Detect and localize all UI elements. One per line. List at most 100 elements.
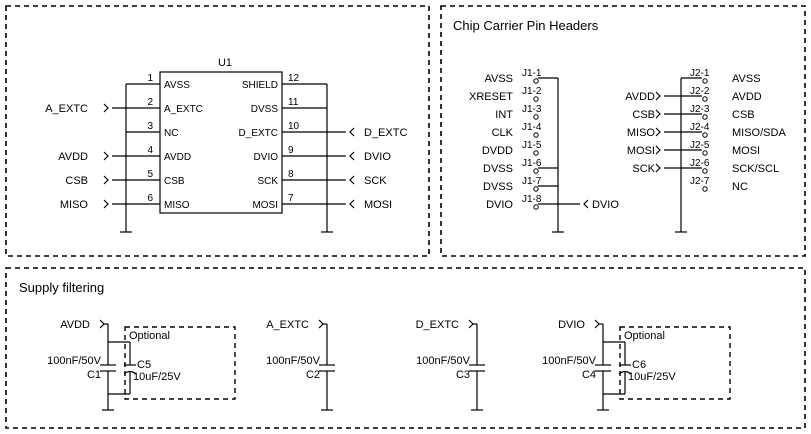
net-arrow xyxy=(468,319,474,329)
chip-pin-name: AVDD xyxy=(164,152,191,163)
j2-pin-circle xyxy=(702,96,708,102)
chip-pin-name: DVIO xyxy=(254,152,279,163)
chip-pin-name: NC xyxy=(164,128,178,139)
cap-ref: C4 xyxy=(582,369,596,381)
chip-pin-name: MOSI xyxy=(252,200,278,211)
opt-cap-ref: C6 xyxy=(632,359,646,371)
chip-pin-name: SCK xyxy=(257,176,278,187)
chip-pin-number: 9 xyxy=(288,145,294,156)
j2-pin-circle xyxy=(702,186,708,192)
j1-pin-circle xyxy=(533,204,539,210)
opt-cap-value: 10uF/25V xyxy=(628,371,676,383)
cap-ref: C3 xyxy=(456,369,470,381)
net-arrow xyxy=(655,109,661,119)
optional-box xyxy=(124,326,236,400)
chip-body xyxy=(159,71,283,214)
net-label: D_EXTC xyxy=(364,127,407,139)
supply-title: Supply filtering xyxy=(19,280,104,295)
chip-pin-name: MISO xyxy=(164,200,190,211)
net-label: AVDD xyxy=(58,151,88,163)
chip-pin-number: 8 xyxy=(288,169,294,180)
j2-pin-label: J2-1 xyxy=(690,68,710,79)
chip-pin-number: 3 xyxy=(147,121,153,132)
j1-pin-circle xyxy=(533,132,539,138)
header-title: Chip Carrier Pin Headers xyxy=(453,18,599,33)
j2-pin-circle xyxy=(702,114,708,120)
net-label: MISO xyxy=(60,199,89,211)
supply-net-label: AVDD xyxy=(60,319,90,331)
chip-pin-number: 6 xyxy=(147,193,153,204)
j2-name-label: AVDD xyxy=(732,91,762,103)
chip-pins: AVSS1A_EXTC2A_EXTCNC3AVDD4AVDDCSB5CSBMIS… xyxy=(45,73,407,233)
cap-value: 100nF/50V xyxy=(416,355,470,367)
j1-pin-circle xyxy=(533,78,539,84)
j2-name-label: CSB xyxy=(732,109,755,121)
chip-ref: U1 xyxy=(218,57,232,69)
chip-pin-name: AVSS xyxy=(164,80,190,91)
cap-ref: C2 xyxy=(306,369,320,381)
j1-pin-label: J1-7 xyxy=(522,176,542,187)
j2-net-label: MISO xyxy=(627,127,656,139)
chip-frame xyxy=(5,5,430,257)
chip-pin-name: A_EXTC xyxy=(164,104,203,115)
chip-pin-number: 5 xyxy=(147,169,153,180)
j2-pin-label: J2-3 xyxy=(690,104,710,115)
j2-pin-label: J2-5 xyxy=(690,140,710,151)
net-label: MOSI xyxy=(364,199,392,211)
net-arrow xyxy=(103,151,109,161)
supply-filtering: AVDD100nF/50VC1OptionalC510uF/25VA_EXTC1… xyxy=(47,319,731,411)
j2-name-label: SCK/SCL xyxy=(732,163,779,175)
supply-net-label: D_EXTC xyxy=(416,319,459,331)
j2-pin-circle xyxy=(702,168,708,174)
j1-pin-label: J1-8 xyxy=(522,194,542,205)
cap-value: 100nF/50V xyxy=(266,355,320,367)
j1-net-label: XRESET xyxy=(469,91,513,103)
chip-pin-name: DVSS xyxy=(251,104,279,115)
j2-pin-label: J2-4 xyxy=(690,122,710,133)
j2-pin-label: J2-6 xyxy=(690,158,710,169)
j1-pin-label: J1-6 xyxy=(522,158,542,169)
j1-pin-circle xyxy=(533,114,539,120)
cap-value: 100nF/50V xyxy=(542,355,596,367)
j1-pin-circle xyxy=(533,150,539,156)
j1-pin-label: J1-1 xyxy=(522,68,542,79)
chip-pin-number: 11 xyxy=(288,97,299,108)
j1-net-label: DVDD xyxy=(482,145,513,157)
chip-pin-number: 10 xyxy=(288,121,300,132)
net-label: DVIO xyxy=(364,151,391,163)
j2-name-label: AVSS xyxy=(732,73,761,85)
j2-net-label: MOSI xyxy=(627,145,655,157)
optional-box xyxy=(619,326,731,400)
net-arrow xyxy=(99,319,105,329)
j2-net-label: SCK xyxy=(632,163,655,175)
net-label: CSB xyxy=(65,175,88,187)
j2-pin-label: J2-7 xyxy=(690,176,710,187)
net-arrow xyxy=(103,103,109,113)
j1-net-label: DVSS xyxy=(483,181,513,193)
net-arrow xyxy=(655,145,661,155)
j2-name-label: NC xyxy=(732,181,748,193)
chip-pin-name: D_EXTC xyxy=(239,128,278,139)
j1-pin-label: J1-5 xyxy=(522,140,542,151)
chip-pin-name: SHIELD xyxy=(242,80,278,91)
j1-pin-circle xyxy=(533,168,539,174)
net-arrow xyxy=(655,163,661,173)
net-label: A_EXTC xyxy=(45,103,88,115)
j1-pin-label: J1-4 xyxy=(522,122,542,133)
j2-pin-label: J2-2 xyxy=(690,86,710,97)
supply-frame xyxy=(5,267,806,429)
j2-name-label: MOSI xyxy=(732,145,760,157)
j2-pin-circle xyxy=(702,150,708,156)
net-arrow xyxy=(349,199,355,209)
chip-pin-number: 2 xyxy=(147,97,153,108)
j2-net-label: AVDD xyxy=(625,91,655,103)
chip-pin-name: CSB xyxy=(164,176,185,187)
j2-pin-circle xyxy=(702,78,708,84)
j2-net-label: CSB xyxy=(632,109,655,121)
j1-net-label: DVIO xyxy=(486,199,513,211)
optional-label: Optional xyxy=(129,330,170,342)
j1-net-label: CLK xyxy=(492,127,514,139)
j1-net-label: DVSS xyxy=(483,163,513,175)
